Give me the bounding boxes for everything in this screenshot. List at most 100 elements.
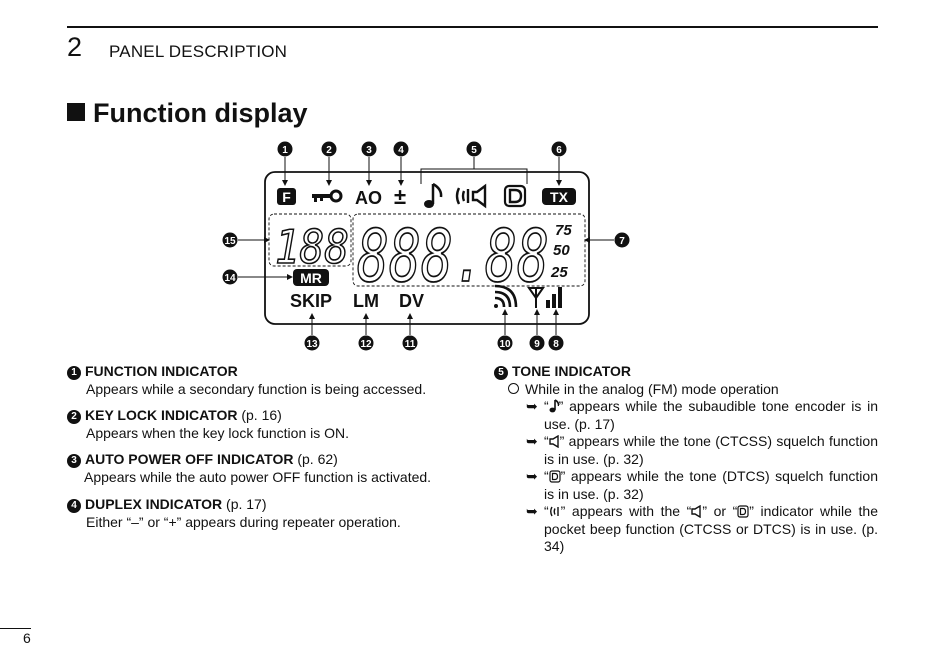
dtcs-d-icon bbox=[549, 470, 561, 483]
callout-14: 14 bbox=[222, 269, 238, 285]
arrow-bullet-icon: ➥ bbox=[526, 398, 538, 414]
svg-text:2: 2 bbox=[326, 145, 332, 156]
arrow-bullet-icon: ➥ bbox=[526, 433, 538, 449]
tone-bullet-ctcss: ➥“” appears while the tone (CTCSS) squel… bbox=[526, 433, 878, 467]
lcd-ao-indicator: AO bbox=[355, 188, 382, 208]
item-number: 5 bbox=[494, 366, 508, 380]
tone-bullet-encoder: ➥“” appears while the subaudible tone en… bbox=[526, 398, 878, 432]
item-function-indicator: 1 FUNCTION INDICATOR Appears while a seco… bbox=[67, 363, 477, 398]
key-lock-icon bbox=[312, 189, 343, 203]
callout-15: 15 bbox=[222, 232, 238, 248]
main-digits-frame bbox=[352, 213, 586, 287]
speaker-icon bbox=[691, 505, 702, 518]
callout-6: 6 bbox=[551, 141, 567, 157]
item-title: FUNCTION INDICATOR bbox=[85, 363, 238, 379]
item-body: Appears while a secondary function is be… bbox=[86, 380, 427, 397]
callout-4: 4 bbox=[393, 141, 409, 157]
section-title: Function display bbox=[67, 98, 308, 129]
dtcs-d-icon bbox=[503, 184, 527, 208]
chapter-number: 2 bbox=[67, 32, 83, 62]
antenna-icon bbox=[527, 287, 545, 308]
svg-text:6: 6 bbox=[556, 145, 562, 156]
item-auto-power-off-indicator: 3 AUTO POWER OFF INDICATOR (p. 62) Appear… bbox=[67, 451, 477, 486]
lcd-main-digits: 888.88 bbox=[357, 214, 549, 298]
lcd-f-indicator: F bbox=[277, 188, 296, 205]
svg-text:10: 10 bbox=[499, 339, 511, 350]
item-page-ref: (p. 16) bbox=[241, 407, 282, 423]
svg-text:4: 4 bbox=[398, 145, 404, 156]
lcd-side-25: 25 bbox=[550, 264, 568, 281]
callout-5: 5 bbox=[466, 141, 482, 157]
callout-bottom-lines bbox=[309, 309, 559, 335]
callout-10: 10 bbox=[497, 335, 513, 351]
callout-8: 8 bbox=[548, 335, 564, 351]
callout-top-lines bbox=[282, 157, 562, 186]
callout-13: 13 bbox=[304, 335, 320, 351]
item-number: 1 bbox=[67, 366, 81, 380]
svg-text:11: 11 bbox=[405, 339, 416, 350]
pocket-beep-icon bbox=[549, 506, 559, 517]
lcd-side-50: 50 bbox=[553, 242, 570, 259]
callout-top-group: 1 2 3 4 5 6 bbox=[277, 141, 567, 157]
item-tone-indicator: 5 TONE INDICATOR While in the analog (FM)… bbox=[494, 363, 878, 556]
item-number: 3 bbox=[67, 454, 81, 468]
lcd-lm-label: LM bbox=[353, 291, 379, 311]
tone-sub-text: While in the analog (FM) mode operation bbox=[525, 380, 779, 397]
svg-text:F: F bbox=[282, 189, 291, 205]
lcd-side-75: 75 bbox=[555, 222, 572, 239]
tone-bullet-pocket-beep: ➥“” appears with the “” or “” indicator … bbox=[526, 503, 878, 554]
svg-text:1: 1 bbox=[282, 145, 288, 156]
header-rule bbox=[67, 26, 878, 28]
arrow-bullet-icon: ➥ bbox=[526, 468, 538, 484]
square-bullet-icon bbox=[67, 103, 85, 121]
svg-text:13: 13 bbox=[306, 339, 318, 350]
svg-text:5: 5 bbox=[471, 145, 477, 156]
item-number: 4 bbox=[67, 499, 81, 513]
item-body: Appears when the key lock function is ON… bbox=[86, 424, 350, 441]
arrow-bullet-icon: ➥ bbox=[526, 503, 538, 519]
lcd-dv-label: DV bbox=[399, 291, 424, 311]
callout-3: 3 bbox=[361, 141, 377, 157]
tone-sub-heading: While in the analog (FM) mode operation bbox=[494, 381, 878, 399]
callout-12: 12 bbox=[358, 335, 374, 351]
speaker-icon bbox=[548, 435, 559, 448]
svg-text:MR: MR bbox=[300, 270, 322, 286]
lcd-frame bbox=[264, 171, 590, 325]
lcd-skip-label: SKIP bbox=[290, 291, 332, 311]
lcd-mr-indicator: MR bbox=[293, 269, 329, 286]
music-note-icon bbox=[549, 399, 559, 413]
callout-11: 11 bbox=[402, 335, 418, 351]
wireless-signal-icon bbox=[494, 284, 518, 308]
item-body: Either “–” or “+” appears during repeate… bbox=[86, 513, 401, 530]
svg-text:3: 3 bbox=[366, 145, 372, 156]
callout-1: 1 bbox=[277, 141, 293, 157]
lcd-small-digits: 188 bbox=[275, 220, 349, 274]
ring-bullet-icon bbox=[508, 382, 519, 394]
item-title: AUTO POWER OFF INDICATOR bbox=[85, 451, 294, 467]
dtcs-d-icon bbox=[737, 505, 749, 518]
lcd-tx-indicator: TX bbox=[542, 188, 576, 205]
item-page-ref: (p. 62) bbox=[297, 451, 338, 467]
svg-text:8: 8 bbox=[553, 339, 559, 350]
section-title-text: Function display bbox=[93, 98, 308, 128]
tone-bullet-dtcs: ➥“” appears while the tone (DTCS) squelc… bbox=[526, 468, 878, 502]
music-note-icon bbox=[424, 182, 443, 208]
item-title: DUPLEX INDICATOR bbox=[85, 496, 223, 512]
svg-text:15: 15 bbox=[224, 236, 236, 247]
callout-7: 7 bbox=[614, 232, 630, 248]
item-title: TONE INDICATOR bbox=[512, 363, 632, 379]
function-display-diagram: 1 2 3 4 5 6 F AO ± bbox=[222, 141, 630, 351]
lcd-duplex-indicator: ± bbox=[394, 184, 406, 209]
item-body: Appears while the auto power OFF functio… bbox=[84, 468, 432, 485]
page-number: 6 bbox=[23, 630, 31, 646]
page-number-rule bbox=[0, 628, 31, 629]
chapter-title: PANEL DESCRIPTION bbox=[109, 42, 288, 61]
svg-text:9: 9 bbox=[534, 339, 540, 350]
svg-text:14: 14 bbox=[224, 273, 236, 284]
callout-9: 9 bbox=[529, 335, 545, 351]
svg-text:7: 7 bbox=[619, 236, 625, 247]
svg-text:TX: TX bbox=[550, 189, 569, 205]
signal-strength-icon bbox=[546, 287, 562, 308]
